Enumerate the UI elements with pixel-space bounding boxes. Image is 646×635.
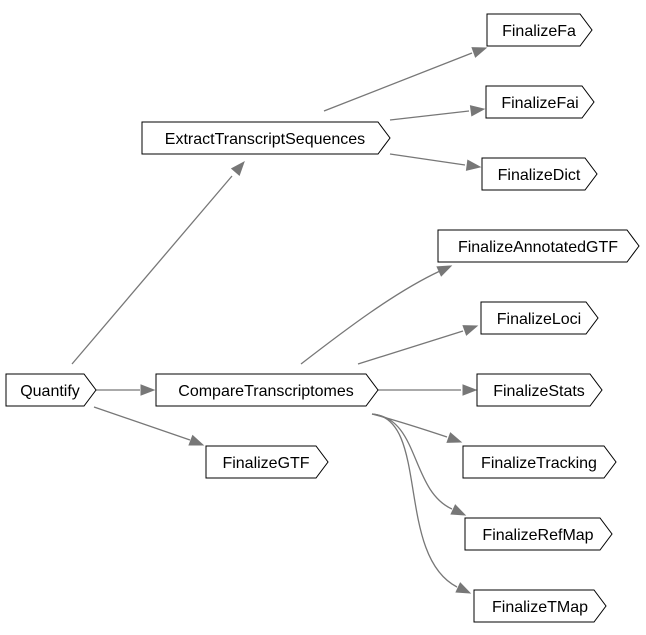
arrowhead: [446, 432, 463, 443]
arrowhead: [465, 159, 482, 171]
edge-compare-to-finalize-refmap: [371, 413, 467, 516]
edge-line: [93, 406, 191, 441]
edge-line: [389, 110, 470, 121]
node-finalize-loci-label: FinalizeLoci: [497, 311, 581, 328]
node-finalize-gtf[interactable]: FinalizeGTF: [205, 445, 329, 479]
node-extract-transcript-sequences[interactable]: ExtractTranscriptSequences: [141, 121, 391, 155]
node-quantify-label: Quantify: [20, 383, 80, 400]
node-compare-transcriptomes[interactable]: CompareTranscriptomes: [155, 373, 379, 407]
node-finalize-annotated-gtf[interactable]: FinalizeAnnotatedGTF: [437, 229, 640, 263]
edge-compare-to-finalize-tmap: [371, 413, 472, 594]
node-finalize-annotated-gtf-label: FinalizeAnnotatedGTF: [458, 239, 618, 256]
edge-compare-to-finalize-loci: [357, 325, 479, 365]
arrowhead: [436, 265, 453, 277]
edge-line: [371, 413, 453, 510]
node-finalize-tmap[interactable]: FinalizeTMap: [473, 589, 607, 623]
node-finalize-gtf-label: FinalizeGTF: [222, 455, 309, 472]
node-finalize-stats-label: FinalizeStats: [493, 383, 585, 400]
edge-line: [323, 52, 473, 112]
node-finalize-tmap-label: FinalizeTMap: [492, 599, 588, 616]
edges-layer: [71, 47, 488, 594]
edge-compare-to-finalize-annotated-gtf: [300, 265, 453, 365]
node-finalize-fai-label: FinalizeFai: [501, 95, 578, 112]
arrowhead: [450, 504, 467, 516]
node-quantify[interactable]: Quantify: [5, 373, 97, 407]
arrowhead: [471, 47, 488, 58]
node-finalize-fai[interactable]: FinalizeFai: [485, 85, 595, 119]
edge-quantify-to-extract: [71, 160, 245, 365]
edge-line: [71, 175, 233, 365]
arrowhead: [140, 384, 156, 396]
node-finalize-fa[interactable]: FinalizeFa: [486, 13, 593, 47]
node-finalize-dict-label: FinalizeDict: [498, 167, 581, 184]
arrowhead: [462, 384, 478, 396]
arrowhead: [455, 582, 472, 594]
arrowhead: [230, 160, 245, 176]
node-finalize-tracking[interactable]: FinalizeTracking: [462, 445, 617, 479]
arrowhead: [469, 105, 486, 117]
edge-line: [300, 270, 441, 365]
node-finalize-tracking-label: FinalizeTracking: [481, 455, 597, 472]
node-finalize-dict[interactable]: FinalizeDict: [481, 157, 598, 191]
edge-line: [389, 153, 466, 166]
node-finalize-stats[interactable]: FinalizeStats: [476, 373, 603, 407]
arrowhead: [462, 325, 479, 336]
node-finalize-refmap-label: FinalizeRefMap: [482, 527, 593, 544]
edge-extract-to-finalize-dict: [389, 153, 482, 171]
edge-quantify-to-compare: [96, 384, 156, 396]
node-extract-transcript-sequences-label: ExtractTranscriptSequences: [165, 131, 365, 148]
edge-quantify-to-finalize-gtf: [93, 406, 205, 446]
edge-line: [371, 413, 458, 588]
edge-extract-to-finalize-fa: [323, 47, 488, 112]
edge-line: [357, 330, 464, 365]
edge-compare-to-finalize-stats: [378, 384, 478, 396]
edge-extract-to-finalize-fai: [389, 105, 486, 121]
node-finalize-fa-label: FinalizeFa: [502, 23, 576, 40]
node-finalize-refmap[interactable]: FinalizeRefMap: [464, 517, 613, 551]
node-finalize-loci[interactable]: FinalizeLoci: [480, 301, 599, 335]
node-compare-transcriptomes-label: CompareTranscriptomes: [178, 383, 353, 400]
arrowhead: [188, 434, 205, 446]
